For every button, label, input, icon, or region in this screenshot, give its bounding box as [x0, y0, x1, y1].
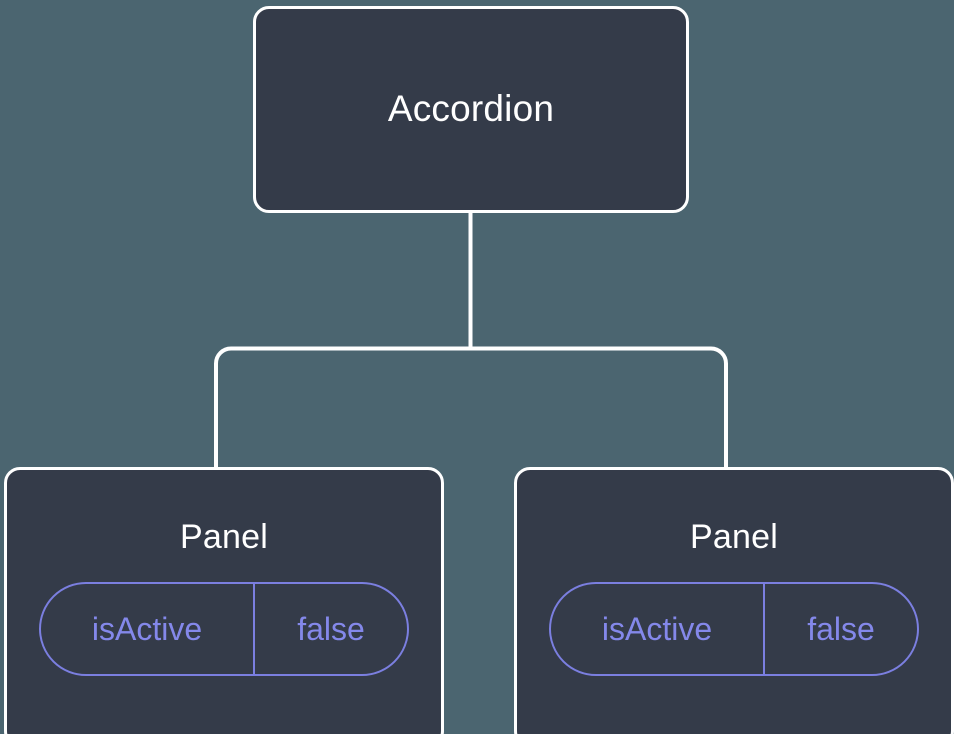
- edge-root-to-panel-right: [470, 346, 728, 469]
- node-panel-right-label: Panel: [690, 518, 778, 556]
- node-accordion-label: Accordion: [387, 88, 555, 130]
- node-panel-left-label: Panel: [180, 518, 268, 556]
- node-panel-left[interactable]: Panel isActive false: [4, 467, 444, 734]
- state-badge-right-key: isActive: [601, 611, 713, 648]
- state-badge-left[interactable]: isActive false: [39, 582, 409, 677]
- state-badge-left-value: false: [253, 584, 407, 675]
- node-panel-right[interactable]: Panel isActive false: [514, 467, 954, 734]
- state-badge-right[interactable]: isActive false: [549, 582, 919, 677]
- state-badge-right-value: false: [763, 584, 917, 675]
- state-badge-left-key: isActive: [91, 611, 203, 648]
- node-accordion[interactable]: Accordion: [253, 6, 689, 213]
- edge-root-to-panel-left: [214, 346, 471, 469]
